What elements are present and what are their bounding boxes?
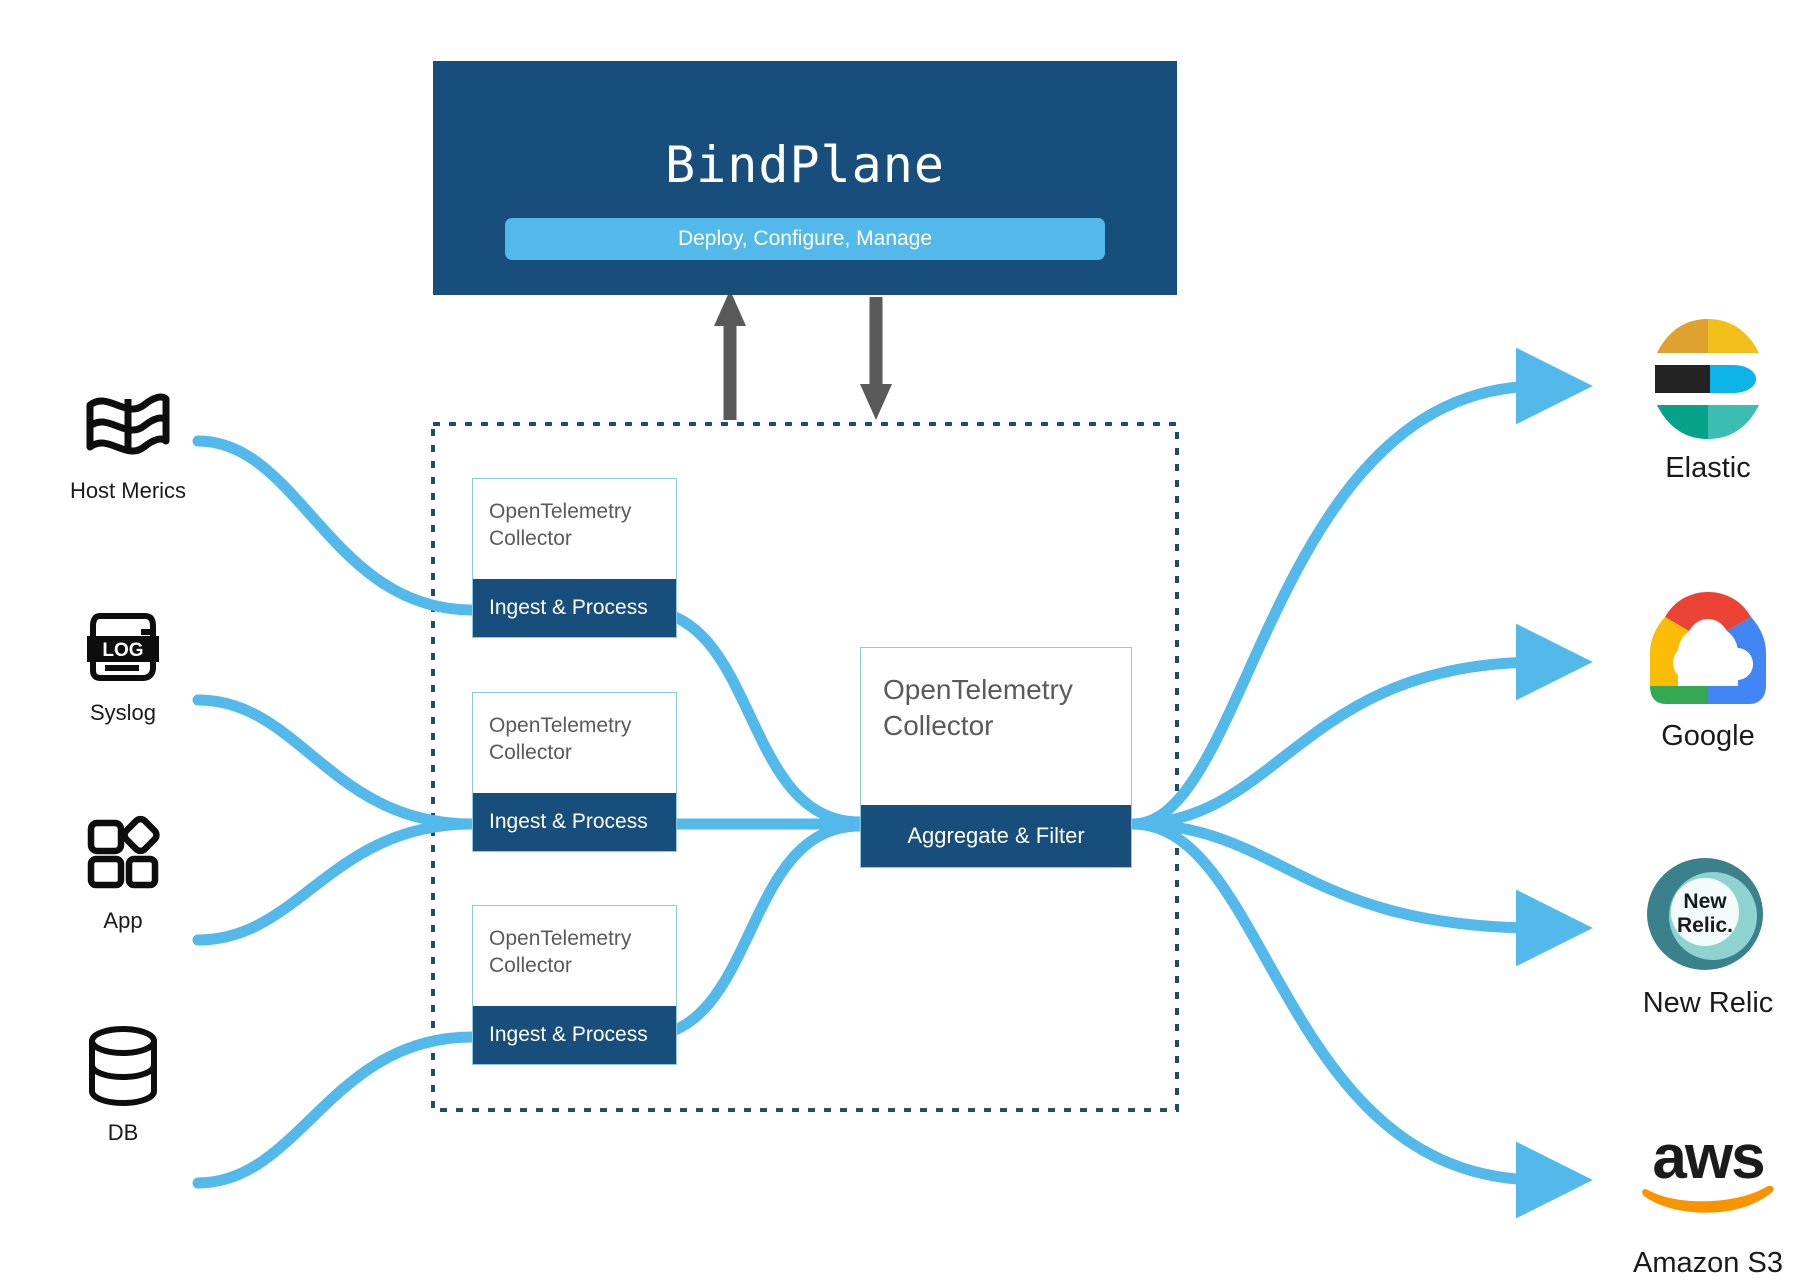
- source-host-metrics[interactable]: Host Merics: [43, 378, 213, 504]
- source-label-syslog: Syslog: [89, 700, 157, 725]
- destination-google[interactable]: Google: [1593, 578, 1817, 753]
- destination-elastic[interactable]: Elastic: [1593, 310, 1817, 485]
- aggregator-band: Aggregate & Filter: [861, 805, 1131, 867]
- bindplane-action-pill[interactable]: Deploy, Configure, Manage: [505, 218, 1105, 260]
- destination-new-relic[interactable]: New Relic. New Relic: [1593, 845, 1817, 1020]
- collector-band-1: Ingest & Process: [473, 579, 676, 637]
- source-db[interactable]: DB: [38, 1020, 208, 1146]
- log-scroll-icon: LOG: [38, 600, 208, 692]
- bindplane-panel[interactable]: BindPlane Deploy, Configure, Manage: [433, 61, 1177, 295]
- ingest-streams: [192, 435, 478, 1189]
- destination-label-amazon-s3: Amazon S3: [1633, 1247, 1783, 1279]
- svg-text:Relic.: Relic.: [1677, 914, 1733, 937]
- app-shapes-icon: [38, 808, 208, 900]
- control-arrow-down: [860, 297, 892, 420]
- svg-text:aws: aws: [1652, 1126, 1763, 1192]
- source-label-host-metrics: Host Merics: [69, 478, 187, 503]
- aws-logo: aws: [1593, 1105, 1817, 1243]
- bindplane-title: BindPlane: [665, 136, 945, 194]
- collector-band-3: Ingest & Process: [473, 1006, 676, 1064]
- source-app[interactable]: App: [38, 808, 208, 934]
- destination-label-new-relic: New Relic: [1642, 987, 1774, 1019]
- destination-amazon-s3[interactable]: aws Amazon S3: [1593, 1105, 1817, 1280]
- source-syslog[interactable]: LOG Syslog: [38, 600, 208, 726]
- destination-label-elastic: Elastic: [1665, 452, 1751, 484]
- aggregate-streams: [635, 604, 866, 1043]
- collector-band-2: Ingest & Process: [473, 793, 676, 851]
- source-label-app: App: [103, 908, 143, 933]
- svg-text:LOG: LOG: [102, 640, 143, 661]
- database-cylinder-icon: [38, 1020, 208, 1112]
- new-relic-logo: New Relic.: [1593, 845, 1817, 983]
- control-arrow-up: [714, 290, 746, 420]
- pipeline-boundary: [431, 422, 1179, 1112]
- flag-icon: [43, 378, 213, 470]
- export-streams: [1127, 347, 1593, 1219]
- google-cloud-logo: [1593, 578, 1817, 716]
- destination-label-google: Google: [1661, 720, 1755, 752]
- svg-text:New: New: [1683, 890, 1727, 913]
- elastic-logo: [1593, 310, 1817, 448]
- source-label-db: DB: [107, 1120, 139, 1145]
